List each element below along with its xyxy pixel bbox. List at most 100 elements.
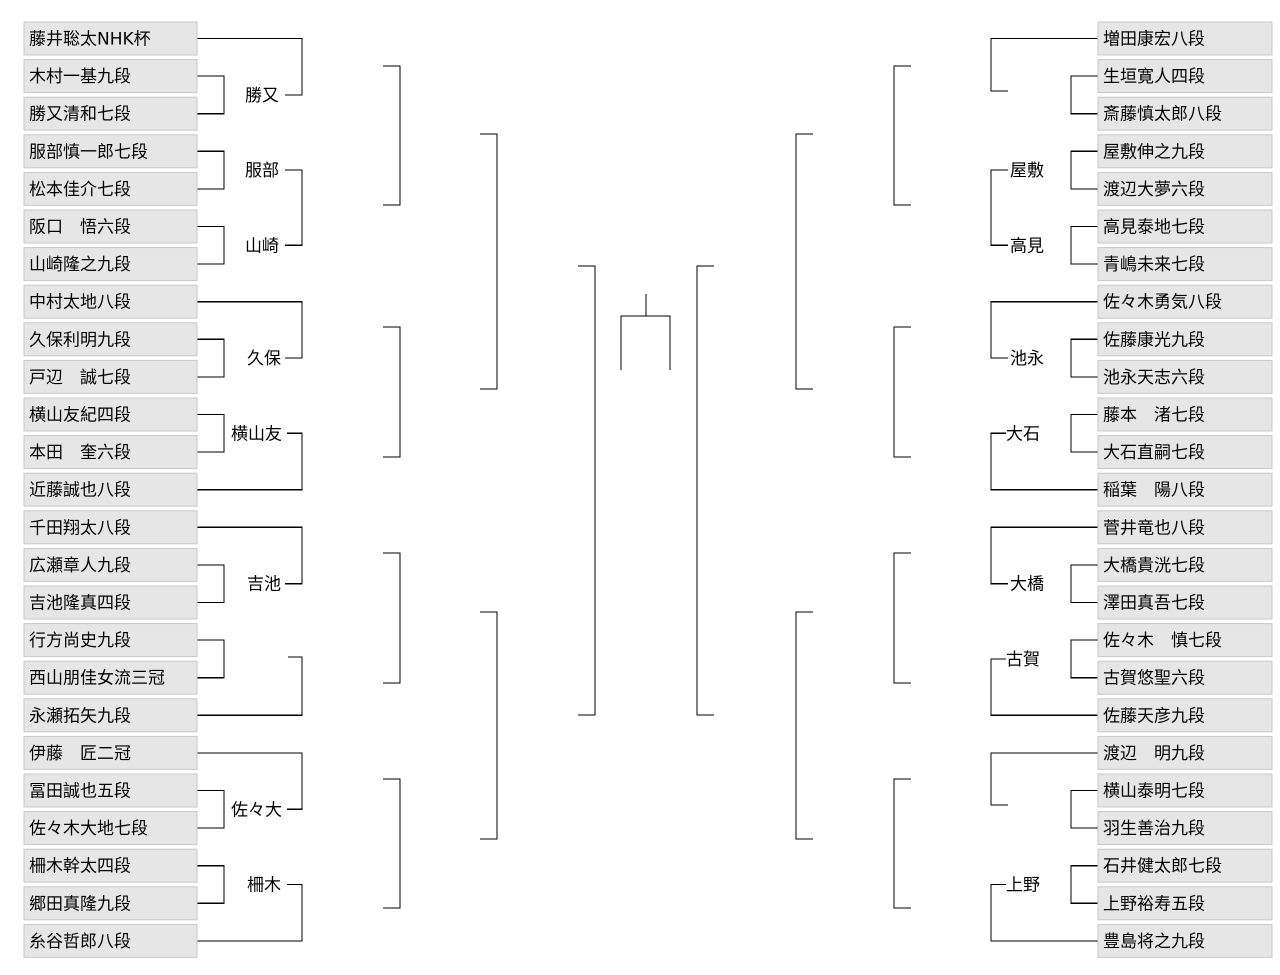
- player-box[interactable]: [23, 322, 198, 357]
- player-box[interactable]: [1097, 547, 1273, 582]
- player-box[interactable]: [1097, 59, 1273, 94]
- left-player-entry[interactable]: 横山友紀四段: [23, 397, 198, 432]
- right-player-entry[interactable]: 横山泰明七段: [1097, 773, 1273, 808]
- left-player-entry[interactable]: 柵木幹太四段: [23, 848, 198, 883]
- player-box[interactable]: [1097, 585, 1273, 620]
- player-box[interactable]: [23, 472, 198, 507]
- player-box[interactable]: [1097, 247, 1273, 282]
- left-player-entry[interactable]: 松本佳介七段: [23, 171, 198, 206]
- right-player-entry[interactable]: 屋敷伸之九段: [1097, 134, 1273, 169]
- left-player-entry[interactable]: 西山朋佳女流三冠: [23, 660, 198, 695]
- left-player-entry[interactable]: 近藤誠也八段: [23, 472, 198, 507]
- player-box[interactable]: [1097, 171, 1273, 206]
- left-player-entry[interactable]: 千田翔太八段: [23, 510, 198, 545]
- player-box[interactable]: [23, 811, 198, 846]
- player-box[interactable]: [23, 923, 198, 958]
- player-box[interactable]: [23, 359, 198, 394]
- left-player-entry[interactable]: 広瀬章人九段: [23, 547, 198, 582]
- player-box[interactable]: [1097, 134, 1273, 169]
- player-box[interactable]: [23, 886, 198, 921]
- left-player-entry[interactable]: 糸谷哲郎八段: [23, 923, 198, 958]
- right-player-entry[interactable]: 大橋貴洸七段: [1097, 547, 1273, 582]
- left-player-entry[interactable]: 勝又清和七段: [23, 96, 198, 131]
- left-player-entry[interactable]: 久保利明九段: [23, 322, 198, 357]
- player-box[interactable]: [23, 96, 198, 131]
- left-player-entry[interactable]: 中村太地八段: [23, 284, 198, 319]
- player-box[interactable]: [23, 209, 198, 244]
- player-box[interactable]: [23, 698, 198, 733]
- player-box[interactable]: [23, 284, 198, 319]
- player-box[interactable]: [23, 585, 198, 620]
- player-box[interactable]: [23, 435, 198, 470]
- player-box[interactable]: [23, 397, 198, 432]
- right-player-entry[interactable]: 高見泰地七段: [1097, 209, 1273, 244]
- left-player-entry[interactable]: 阪口 悟六段: [23, 209, 198, 244]
- right-player-entry[interactable]: 渡辺 明九段: [1097, 735, 1273, 770]
- right-player-entry[interactable]: 佐藤康光九段: [1097, 322, 1273, 357]
- right-player-entry[interactable]: 澤田真吾七段: [1097, 585, 1273, 620]
- player-box[interactable]: [23, 735, 198, 770]
- player-box[interactable]: [1097, 322, 1273, 357]
- player-box[interactable]: [1097, 623, 1273, 658]
- right-player-entry[interactable]: 青嶋未来七段: [1097, 247, 1273, 282]
- left-player-entry[interactable]: 永瀬拓矢九段: [23, 698, 198, 733]
- player-box[interactable]: [23, 547, 198, 582]
- player-box[interactable]: [1097, 811, 1273, 846]
- player-box[interactable]: [1097, 660, 1273, 695]
- left-player-entry[interactable]: 服部慎一郎七段: [23, 134, 198, 169]
- left-player-entry[interactable]: 本田 奎六段: [23, 435, 198, 470]
- right-player-entry[interactable]: 菅井竜也八段: [1097, 510, 1273, 545]
- player-box[interactable]: [1097, 735, 1273, 770]
- player-box[interactable]: [1097, 435, 1273, 470]
- right-player-entry[interactable]: 大石直嗣七段: [1097, 435, 1273, 470]
- player-box[interactable]: [1097, 773, 1273, 808]
- right-player-entry[interactable]: 古賀悠聖六段: [1097, 660, 1273, 695]
- left-player-entry[interactable]: 戸辺 誠七段: [23, 359, 198, 394]
- right-player-entry[interactable]: 藤本 渚七段: [1097, 397, 1273, 432]
- right-player-entry[interactable]: 生垣寛人四段: [1097, 59, 1273, 94]
- left-player-entry[interactable]: 冨田誠也五段: [23, 773, 198, 808]
- player-box[interactable]: [1097, 397, 1273, 432]
- player-box[interactable]: [1097, 96, 1273, 131]
- player-box[interactable]: [23, 773, 198, 808]
- right-player-entry[interactable]: 石井健太郎七段: [1097, 848, 1273, 883]
- player-box[interactable]: [23, 848, 198, 883]
- player-box[interactable]: [1097, 510, 1273, 545]
- left-player-entry[interactable]: 佐々木大地七段: [23, 811, 198, 846]
- right-player-entry[interactable]: 池永天志六段: [1097, 359, 1273, 394]
- right-player-entry[interactable]: 佐藤天彦九段: [1097, 698, 1273, 733]
- left-player-entry[interactable]: 木村一基九段: [23, 59, 198, 94]
- right-player-entry[interactable]: 佐々木 慎七段: [1097, 623, 1273, 658]
- right-player-entry[interactable]: 佐々木勇気八段: [1097, 284, 1273, 319]
- player-box[interactable]: [1097, 923, 1273, 958]
- player-box[interactable]: [1097, 359, 1273, 394]
- left-player-entry[interactable]: 郷田真隆九段: [23, 886, 198, 921]
- player-box[interactable]: [23, 623, 198, 658]
- right-player-entry[interactable]: 羽生善治九段: [1097, 811, 1273, 846]
- left-player-entry[interactable]: 吉池隆真四段: [23, 585, 198, 620]
- player-box[interactable]: [1097, 698, 1273, 733]
- left-player-entry[interactable]: 伊藤 匠二冠: [23, 735, 198, 770]
- player-box[interactable]: [23, 247, 198, 282]
- player-box[interactable]: [1097, 284, 1273, 319]
- right-player-entry[interactable]: 稲葉 陽八段: [1097, 472, 1273, 507]
- player-box[interactable]: [23, 510, 198, 545]
- player-box[interactable]: [23, 660, 198, 695]
- player-box[interactable]: [1097, 472, 1273, 507]
- player-box[interactable]: [1097, 848, 1273, 883]
- right-player-entry[interactable]: 豊島将之九段: [1097, 923, 1273, 958]
- player-box[interactable]: [23, 171, 198, 206]
- right-player-entry[interactable]: 渡辺大夢六段: [1097, 171, 1273, 206]
- player-box[interactable]: [1097, 886, 1273, 921]
- left-player-entry[interactable]: 行方尚史九段: [23, 623, 198, 658]
- player-box[interactable]: [23, 134, 198, 169]
- player-box[interactable]: [1097, 21, 1273, 56]
- player-box[interactable]: [23, 59, 198, 94]
- right-player-entry[interactable]: 上野裕寿五段: [1097, 886, 1273, 921]
- player-box[interactable]: [23, 21, 198, 56]
- right-player-entry[interactable]: 増田康宏八段: [1097, 21, 1273, 56]
- right-player-entry[interactable]: 斎藤慎太郎八段: [1097, 96, 1273, 131]
- player-box[interactable]: [1097, 209, 1273, 244]
- left-player-entry[interactable]: 藤井聡太NHK杯: [23, 21, 198, 56]
- left-player-entry[interactable]: 山崎隆之九段: [23, 247, 198, 282]
